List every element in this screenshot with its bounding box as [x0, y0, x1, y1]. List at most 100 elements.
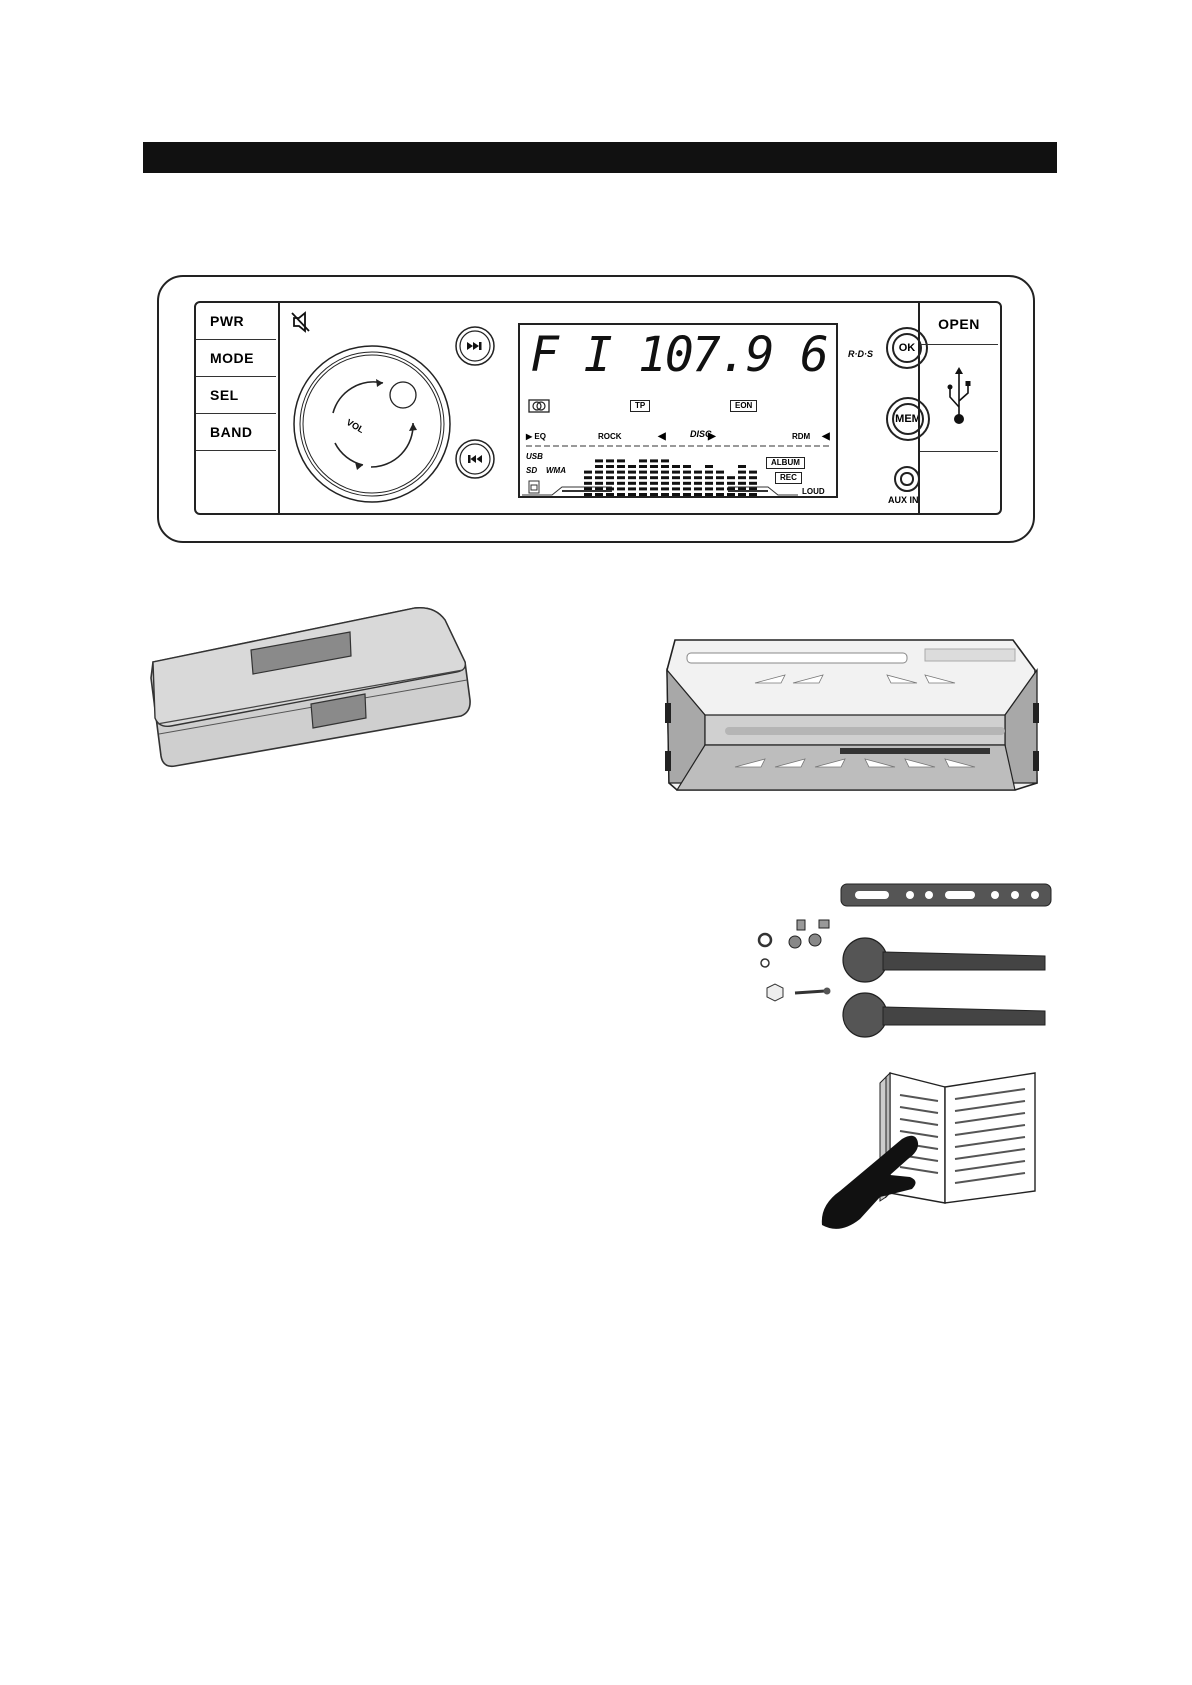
spectrum-segment — [606, 459, 614, 462]
spectrum-segment — [595, 465, 603, 468]
spectrum-segment — [650, 487, 658, 490]
spectrum-segment — [727, 476, 735, 479]
spectrum-segment — [705, 493, 713, 496]
spectrum-segment — [716, 482, 724, 485]
spectrum-segment — [628, 493, 636, 496]
spectrum-segment — [672, 471, 680, 474]
preset-readout: 6 — [800, 331, 827, 379]
spectrum-segment — [650, 476, 658, 479]
spectrum-segment — [628, 476, 636, 479]
spectrum-segment — [639, 482, 647, 485]
spectrum-segment — [749, 476, 757, 479]
eq-divider-line — [526, 443, 832, 449]
spectrum-segment — [639, 493, 647, 496]
sel-button[interactable]: SEL — [196, 377, 276, 414]
spectrum-segment — [672, 493, 680, 496]
spectrum-segment — [694, 476, 702, 479]
spectrum-segment — [716, 476, 724, 479]
spectrum-segment — [650, 471, 658, 474]
spectrum-segment — [628, 465, 636, 468]
user-manual-illustration — [820, 1065, 1045, 1235]
spectrum-segment — [606, 476, 614, 479]
mute-icon[interactable] — [291, 311, 311, 333]
aux-in-label: AUX IN — [888, 495, 919, 505]
spectrum-segment — [606, 465, 614, 468]
aux-in-jack[interactable] — [894, 466, 920, 492]
spectrum-segment — [584, 476, 592, 479]
spectrum-segment — [617, 459, 625, 462]
spectrum-segment — [650, 459, 658, 462]
mode-button[interactable]: MODE — [196, 340, 276, 377]
spectrum-segment — [584, 471, 592, 474]
spectrum-segment — [639, 487, 647, 490]
stereo-icon — [528, 399, 550, 413]
spectrum-segment — [672, 465, 680, 468]
carrying-case-illustration — [145, 600, 480, 770]
level-bar-right — [728, 485, 798, 497]
next-track-button[interactable] — [454, 325, 496, 367]
spectrum-segment — [694, 471, 702, 474]
spectrum-segment — [672, 487, 680, 490]
spectrum-segment — [650, 493, 658, 496]
spectrum-segment — [694, 482, 702, 485]
spectrum-segment — [639, 471, 647, 474]
level-bar-left — [522, 485, 612, 497]
eq-mode-label: ROCK — [598, 432, 622, 441]
spectrum-segment — [683, 476, 691, 479]
spectrum-segment — [661, 459, 669, 462]
rdm-label: RDM — [792, 432, 810, 441]
sd-indicator: SD — [526, 466, 537, 475]
spectrum-segment — [716, 487, 724, 490]
spectrum-segment — [661, 482, 669, 485]
spectrum-segment — [672, 476, 680, 479]
spectrum-segment — [617, 476, 625, 479]
aux-in-jack-inner — [900, 472, 913, 485]
spectrum-segment — [661, 465, 669, 468]
usb-port[interactable] — [920, 345, 998, 452]
open-button[interactable]: OPEN — [920, 303, 998, 345]
spectrum-segment — [705, 482, 713, 485]
spectrum-segment — [694, 487, 702, 490]
right-button-column: OPEN — [918, 303, 1000, 513]
usb-icon — [944, 367, 974, 429]
spectrum-segment — [705, 465, 713, 468]
wma-indicator: WMA — [546, 466, 566, 475]
spectrum-segment — [617, 493, 625, 496]
spectrum-segment — [650, 465, 658, 468]
spectrum-segment — [617, 465, 625, 468]
spectrum-segment — [683, 493, 691, 496]
mounting-hardware-illustration — [755, 880, 1055, 1040]
spectrum-segment — [639, 465, 647, 468]
spectrum-segment — [738, 471, 746, 474]
car-stereo-faceplate: PWR MODE SEL BAND VOL — [157, 275, 1035, 543]
spectrum-segment — [661, 493, 669, 496]
frequency-readout: 107.9 — [638, 331, 773, 379]
spectrum-segment — [639, 476, 647, 479]
spectrum-segment — [683, 471, 691, 474]
previous-track-button[interactable] — [454, 438, 496, 480]
mounting-sleeve-illustration — [665, 635, 1050, 795]
spectrum-segment — [628, 487, 636, 490]
rec-indicator: REC — [775, 472, 802, 484]
volume-knob[interactable] — [291, 343, 453, 505]
spectrum-segment — [705, 476, 713, 479]
spectrum-segment — [705, 471, 713, 474]
band-readout: F I — [530, 331, 611, 379]
spectrum-segment — [628, 482, 636, 485]
band-button[interactable]: BAND — [196, 414, 276, 451]
lcd-display: F I 107.9 6 TP EON ▶ EQ ROCK ◀ DISC ▶ RD… — [518, 323, 838, 498]
spectrum-segment — [606, 471, 614, 474]
spectrum-segment — [595, 459, 603, 462]
spectrum-segment — [650, 482, 658, 485]
pwr-button[interactable]: PWR — [196, 303, 276, 340]
usb-indicator: USB — [526, 452, 543, 461]
tp-indicator: TP — [630, 400, 650, 412]
spectrum-segment — [738, 465, 746, 468]
spectrum-segment — [617, 471, 625, 474]
rds-logo: R·D·S — [848, 349, 873, 359]
section-header-bar — [143, 142, 1057, 173]
spectrum-segment — [595, 471, 603, 474]
spectrum-segment — [683, 465, 691, 468]
eq-arrow: ◀ — [658, 431, 666, 442]
spectrum-segment — [738, 476, 746, 479]
